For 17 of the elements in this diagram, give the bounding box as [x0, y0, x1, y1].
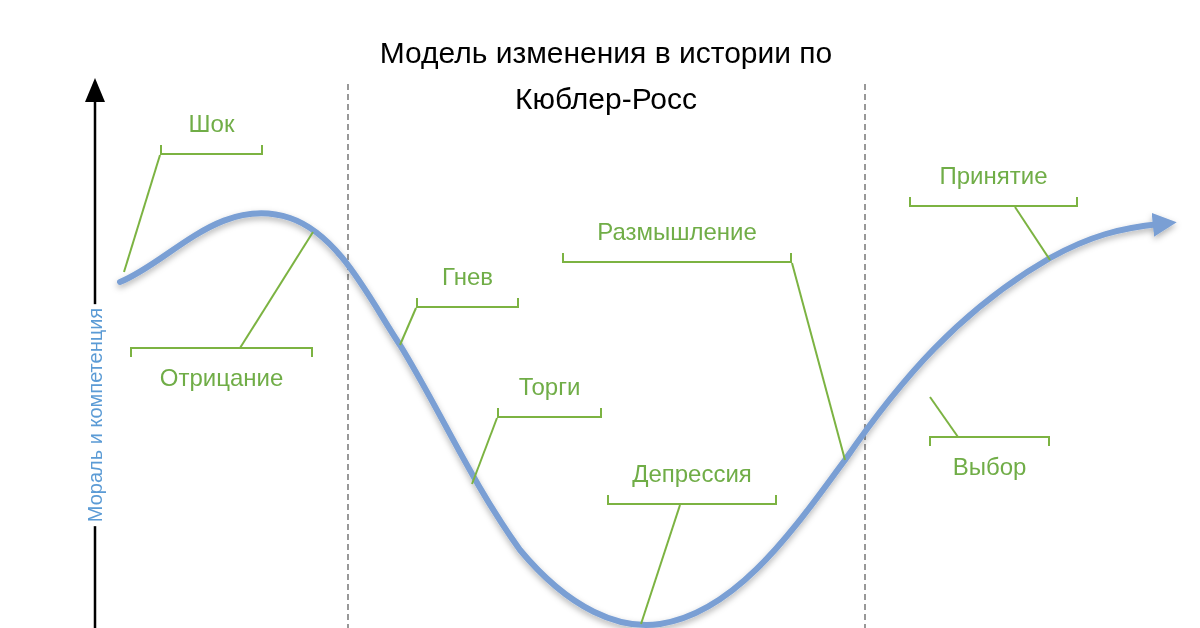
leader-line — [1014, 206, 1051, 261]
chart-title: Модель изменения в истории по Кюблер-Росс — [378, 35, 834, 117]
stage-label: Шок — [188, 109, 235, 139]
stage-label: Выбор — [952, 452, 1027, 482]
leader-line — [929, 396, 959, 438]
leader-line — [123, 154, 161, 273]
leader-line — [791, 262, 846, 461]
stage-label: Торги — [518, 372, 581, 402]
leader-line — [239, 231, 314, 349]
leader-line — [640, 504, 681, 625]
stage-label: Гнев — [442, 262, 493, 292]
leader-line — [471, 417, 498, 485]
stage-label: Принятие — [939, 161, 1048, 191]
stage-label: Депрессия — [632, 459, 752, 489]
leader-line — [399, 307, 417, 346]
stage-label: Размышление — [597, 217, 757, 247]
stage-label: Отрицание — [159, 363, 284, 393]
